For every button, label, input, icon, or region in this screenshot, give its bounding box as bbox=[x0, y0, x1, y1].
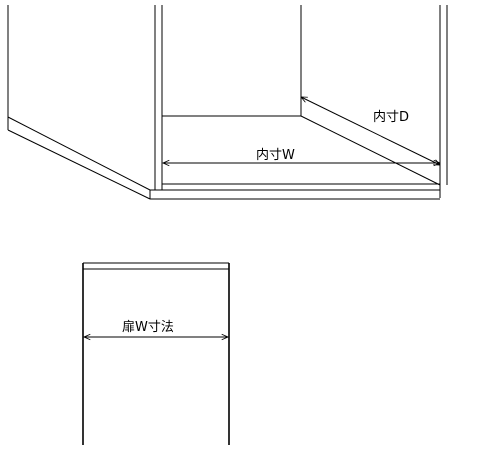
inner-width-dimension: 内寸W bbox=[163, 147, 440, 163]
inner-depth-dimension: 内寸D bbox=[301, 97, 440, 165]
door-width-label: 扉W寸法 bbox=[122, 319, 174, 335]
inner-width-label: 内寸W bbox=[256, 147, 295, 163]
cabinet-perspective-view: 内寸D 内寸W bbox=[7, 5, 448, 200]
inner-left-panel bbox=[154, 5, 163, 190]
left-side-panel bbox=[7, 5, 151, 200]
floor-right-edge bbox=[300, 115, 441, 186]
bottom-front-rail bbox=[150, 183, 440, 200]
door-width-dimension: 扉W寸法 bbox=[84, 319, 228, 337]
door-view: 扉W寸法 bbox=[82, 262, 230, 445]
inner-depth-label: 内寸D bbox=[373, 109, 409, 125]
inner-depth-arrow bbox=[301, 97, 440, 165]
right-side-panel bbox=[439, 5, 448, 198]
